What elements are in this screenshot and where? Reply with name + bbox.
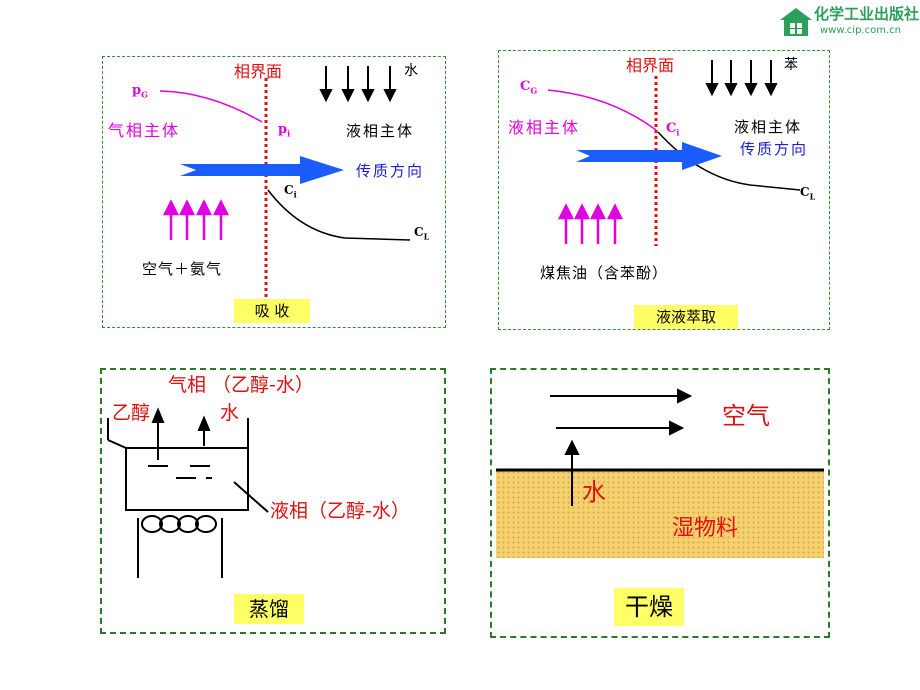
vapor-up-arrows — [151, 407, 211, 460]
cg-label: CG — [520, 79, 538, 96]
pi-label: pi — [278, 122, 291, 139]
liquid-phase-label: 液相（乙醇-水） — [270, 500, 410, 522]
benzene-down-arrows — [705, 60, 778, 97]
gas-concentration-curve — [159, 90, 263, 123]
air-label: 空气 — [722, 402, 770, 430]
extraction-transfer-arrow — [576, 142, 722, 170]
extraction-ci-label: Ci — [666, 121, 680, 138]
phase2-concentration-curve — [657, 131, 801, 191]
house-logo-icon — [780, 8, 812, 36]
coal-tar-feed-arrows — [557, 203, 624, 244]
drying-water-label: 水 — [582, 478, 606, 506]
absorption-liquid-bulk-label: 液相主体 — [346, 122, 415, 140]
gas-bulk-label: 气相主体 — [108, 121, 181, 140]
absorption-direction-label: 传质方向 — [356, 162, 425, 180]
liquid-concentration-curve — [267, 189, 411, 241]
wet-material-label: 湿物料 — [672, 516, 739, 541]
vapor-label: 气相 （乙醇-水） — [168, 374, 314, 396]
absorption-ci-label: Ci — [284, 183, 297, 200]
extraction-direction-label: 传质方向 — [740, 140, 809, 158]
mass-transfer-arrow — [180, 156, 344, 184]
distillation-panel — [100, 368, 446, 634]
wet-material-block — [496, 470, 824, 558]
extraction-feed-label: 煤焦油（含苯酚） — [540, 264, 669, 282]
absorption-interface-label: 相界面 — [234, 62, 283, 81]
absorption-water-label: 水 — [404, 63, 418, 79]
extraction-cl-label: CL — [800, 185, 816, 202]
extraction-title: 液液萃取 — [634, 305, 738, 329]
absorption-panel — [102, 56, 446, 328]
ethanol-label: 乙醇 — [112, 402, 151, 424]
absorption-feed-label: 空气＋氨气 — [142, 260, 223, 278]
phase2-label: 液相主体 — [734, 118, 803, 136]
water-vapor-arrow — [564, 439, 580, 506]
still-apparatus — [107, 418, 269, 578]
air-flow-arrows — [550, 388, 693, 436]
distillation-water-label: 水 — [220, 402, 240, 424]
extraction-interface-label: 相界面 — [626, 56, 675, 75]
phase1-concentration-curve — [547, 89, 657, 131]
absorption-title: 吸 收 — [234, 299, 310, 323]
publisher-logo: 化学工业出版社 www.cip.com.cn — [776, 4, 920, 40]
water-down-arrows — [319, 66, 397, 103]
drying-title: 干燥 — [614, 588, 684, 626]
publisher-name: 化学工业出版社 — [814, 5, 920, 23]
phase1-label: 液相主体 — [508, 118, 581, 137]
gas-feed-arrows — [162, 199, 230, 240]
benzene-label: 苯 — [784, 57, 798, 73]
absorption-cl-label: CL — [414, 225, 430, 242]
distillation-title: 蒸馏 — [234, 594, 304, 624]
extraction-panel — [498, 50, 830, 330]
publisher-url: www.cip.com.cn — [820, 25, 901, 36]
drying-panel — [490, 368, 830, 638]
pg-label: pG — [132, 83, 148, 100]
